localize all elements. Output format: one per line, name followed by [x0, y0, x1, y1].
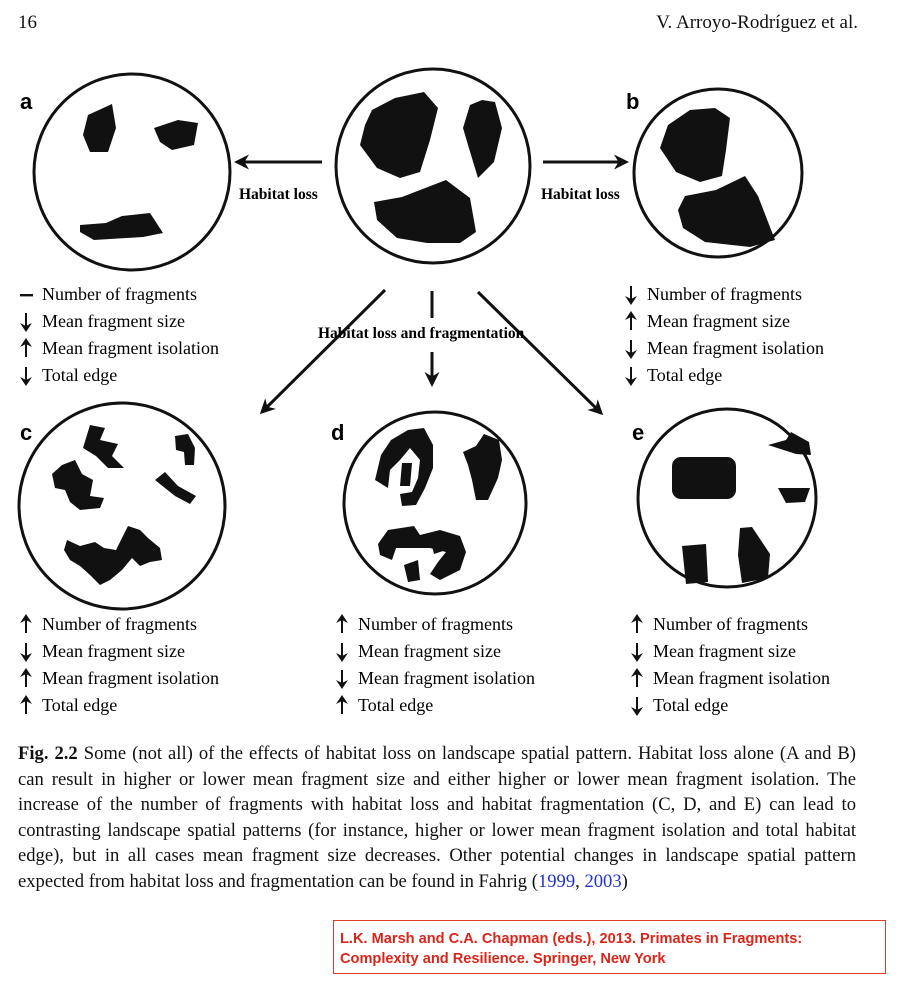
fragments-e: [672, 432, 811, 584]
figure-2-2: Habitat loss Habitat loss Habitat loss a…: [17, 67, 830, 716]
landscape-circle-c: [17, 401, 227, 611]
dash-icon: [20, 294, 33, 297]
page-number: 16: [18, 12, 37, 33]
metric-row: Mean fragment isolation: [631, 668, 830, 688]
metric-label: Mean fragment isolation: [653, 668, 830, 688]
arrow-up-icon: [631, 668, 643, 687]
landscape-circle-a: [32, 72, 232, 272]
metric-row: Number of fragments: [631, 614, 808, 634]
metric-row: Mean fragment size: [631, 641, 796, 662]
metric-row: Number of fragments: [20, 614, 197, 634]
figure-caption: Fig. 2.2 Some (not all) of the effects o…: [18, 741, 856, 895]
fragments-original: [360, 92, 502, 243]
metric-row: Total edge: [336, 695, 433, 715]
reference-link-1999[interactable]: 1999: [537, 870, 576, 892]
fragments-c: [52, 425, 196, 585]
figure-caption-text: Some (not all) of the effects of habitat…: [18, 743, 856, 892]
metric-row: Number of fragments: [20, 284, 197, 304]
metric-label: Number of fragments: [42, 614, 197, 634]
landscape-circle-d: [342, 410, 528, 596]
citation-line-2: Complexity and Resilience. Springer, New…: [340, 951, 666, 967]
metric-label: Mean fragment isolation: [647, 338, 824, 358]
arrow-down-icon: [631, 643, 643, 662]
metric-row: Total edge: [20, 695, 117, 715]
metric-row: Mean fragment isolation: [20, 338, 219, 358]
metric-label: Mean fragment isolation: [42, 338, 219, 358]
metric-row: Total edge: [631, 695, 728, 716]
metric-label: Mean fragment size: [42, 311, 185, 331]
arrows: [234, 154, 629, 416]
arrow-up-icon: [625, 311, 637, 330]
arrow-down-icon: [625, 367, 637, 386]
metric-label: Mean fragment size: [42, 641, 185, 661]
metric-label: Number of fragments: [358, 614, 513, 634]
label-habitat-loss-and-fragmentation: Habitat loss and fragmentation: [318, 325, 525, 342]
metric-label: Total edge: [42, 695, 117, 715]
citation-box: L.K. Marsh and C.A. Chapman (eds.), 2013…: [333, 920, 886, 974]
arrow-down-icon: [625, 340, 637, 359]
arrow-down-icon: [336, 643, 348, 662]
metric-row: Total edge: [20, 365, 117, 386]
panel-label-d: d: [331, 420, 344, 445]
arrow-up-icon: [20, 338, 32, 357]
landscape-circle-e: [636, 407, 818, 589]
metric-label: Mean fragment size: [647, 311, 790, 331]
metric-row: Number of fragments: [336, 614, 513, 634]
panel-label-c: c: [20, 420, 32, 445]
metric-label: Total edge: [647, 365, 722, 385]
reference-separator: ,: [575, 870, 585, 892]
metric-label: Number of fragments: [42, 284, 197, 304]
metric-label: Mean fragment size: [653, 641, 796, 661]
fragments-d: [375, 428, 502, 582]
fragments-a: [80, 104, 198, 240]
metric-label: Mean fragment size: [358, 641, 501, 661]
citation-line-1: L.K. Marsh and C.A. Chapman (eds.), 2013…: [340, 931, 803, 947]
figure-caption-label: Fig. 2.2: [18, 743, 78, 764]
arrow-down-icon: [20, 313, 32, 332]
arrow-down-icon: [20, 367, 32, 386]
reference-link-2003[interactable]: 2003: [584, 870, 622, 892]
arrow-up-icon: [20, 668, 32, 687]
arrow-up-icon: [336, 614, 348, 633]
metric-label: Number of fragments: [653, 614, 808, 634]
metric-row: Number of fragments: [625, 284, 802, 305]
arrow-down-icon: [625, 286, 637, 305]
running-head: V. Arroyo-Rodríguez et al.: [656, 12, 858, 33]
arrow-down-icon: [336, 670, 348, 689]
landscape-circle-b: [632, 87, 804, 259]
landscape-circle-original: [334, 67, 532, 265]
arrow-up-icon: [20, 695, 32, 714]
figure-caption-end: ): [621, 870, 628, 892]
metric-row: Total edge: [625, 365, 722, 386]
arrow-up-icon: [336, 695, 348, 714]
metric-row: Mean fragment size: [336, 641, 501, 662]
metric-row: Mean fragment size: [20, 311, 185, 332]
metric-label: Total edge: [653, 695, 728, 715]
metric-label: Total edge: [42, 365, 117, 385]
metric-row: Mean fragment size: [625, 311, 790, 331]
label-habitat-loss-left: Habitat loss: [239, 186, 318, 203]
arrow-down-icon: [20, 643, 32, 662]
panel-label-e: e: [632, 420, 644, 445]
metric-label: Number of fragments: [647, 284, 802, 304]
arrow-down-icon: [631, 697, 643, 716]
metric-label: Mean fragment isolation: [42, 668, 219, 688]
metric-row: Mean fragment isolation: [20, 668, 219, 688]
arrow-up-icon: [631, 614, 643, 633]
metric-label: Mean fragment isolation: [358, 668, 535, 688]
panel-label-a: a: [20, 89, 33, 114]
label-habitat-loss-right: Habitat loss: [541, 186, 620, 203]
metric-label: Total edge: [358, 695, 433, 715]
arrow-up-icon: [20, 614, 32, 633]
metric-row: Mean fragment size: [20, 641, 185, 662]
fragments-b: [660, 108, 775, 247]
metric-row: Mean fragment isolation: [336, 668, 535, 689]
metric-row: Mean fragment isolation: [625, 338, 824, 359]
panel-label-b: b: [626, 89, 639, 114]
